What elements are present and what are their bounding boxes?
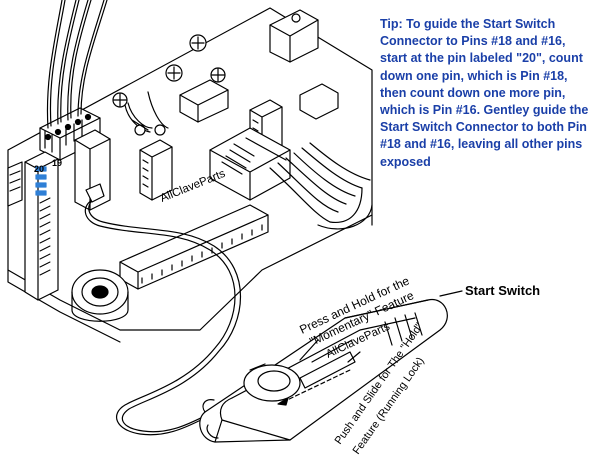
tip-instructions: Tip: To guide the Start Switch Connector… bbox=[380, 17, 589, 169]
long-ic-chip bbox=[119, 204, 269, 290]
ic-chip-1 bbox=[139, 139, 173, 201]
pin-19-label: 19 bbox=[52, 158, 62, 168]
momentary-button bbox=[243, 364, 301, 402]
push-slide-leader bbox=[347, 351, 361, 363]
wires-top bbox=[46, 0, 169, 133]
switch-cable bbox=[84, 197, 242, 436]
capacitor-cylinder bbox=[71, 269, 129, 322]
header-pins bbox=[39, 197, 51, 276]
start-switch-leader bbox=[439, 290, 463, 297]
ribbon-cable bbox=[269, 142, 373, 230]
potentiometer-1 bbox=[189, 34, 207, 52]
potentiometer-2 bbox=[165, 64, 183, 82]
start-switch-label: Start Switch bbox=[465, 283, 540, 298]
potentiometer-4 bbox=[112, 92, 128, 108]
pin-20-label: 20 bbox=[34, 164, 44, 174]
hold-slider bbox=[299, 339, 356, 389]
hole bbox=[291, 13, 301, 23]
switch-ridges bbox=[384, 312, 423, 346]
press-hold-leader bbox=[299, 339, 319, 361]
ribbon-connector bbox=[209, 127, 291, 201]
circuit-board bbox=[7, 7, 373, 331]
switch-connector-plug bbox=[85, 183, 105, 203]
highlighted-pins bbox=[35, 166, 47, 196]
switch-arrows bbox=[249, 363, 351, 406]
potentiometer-3 bbox=[210, 67, 226, 83]
relay-component bbox=[269, 9, 319, 63]
